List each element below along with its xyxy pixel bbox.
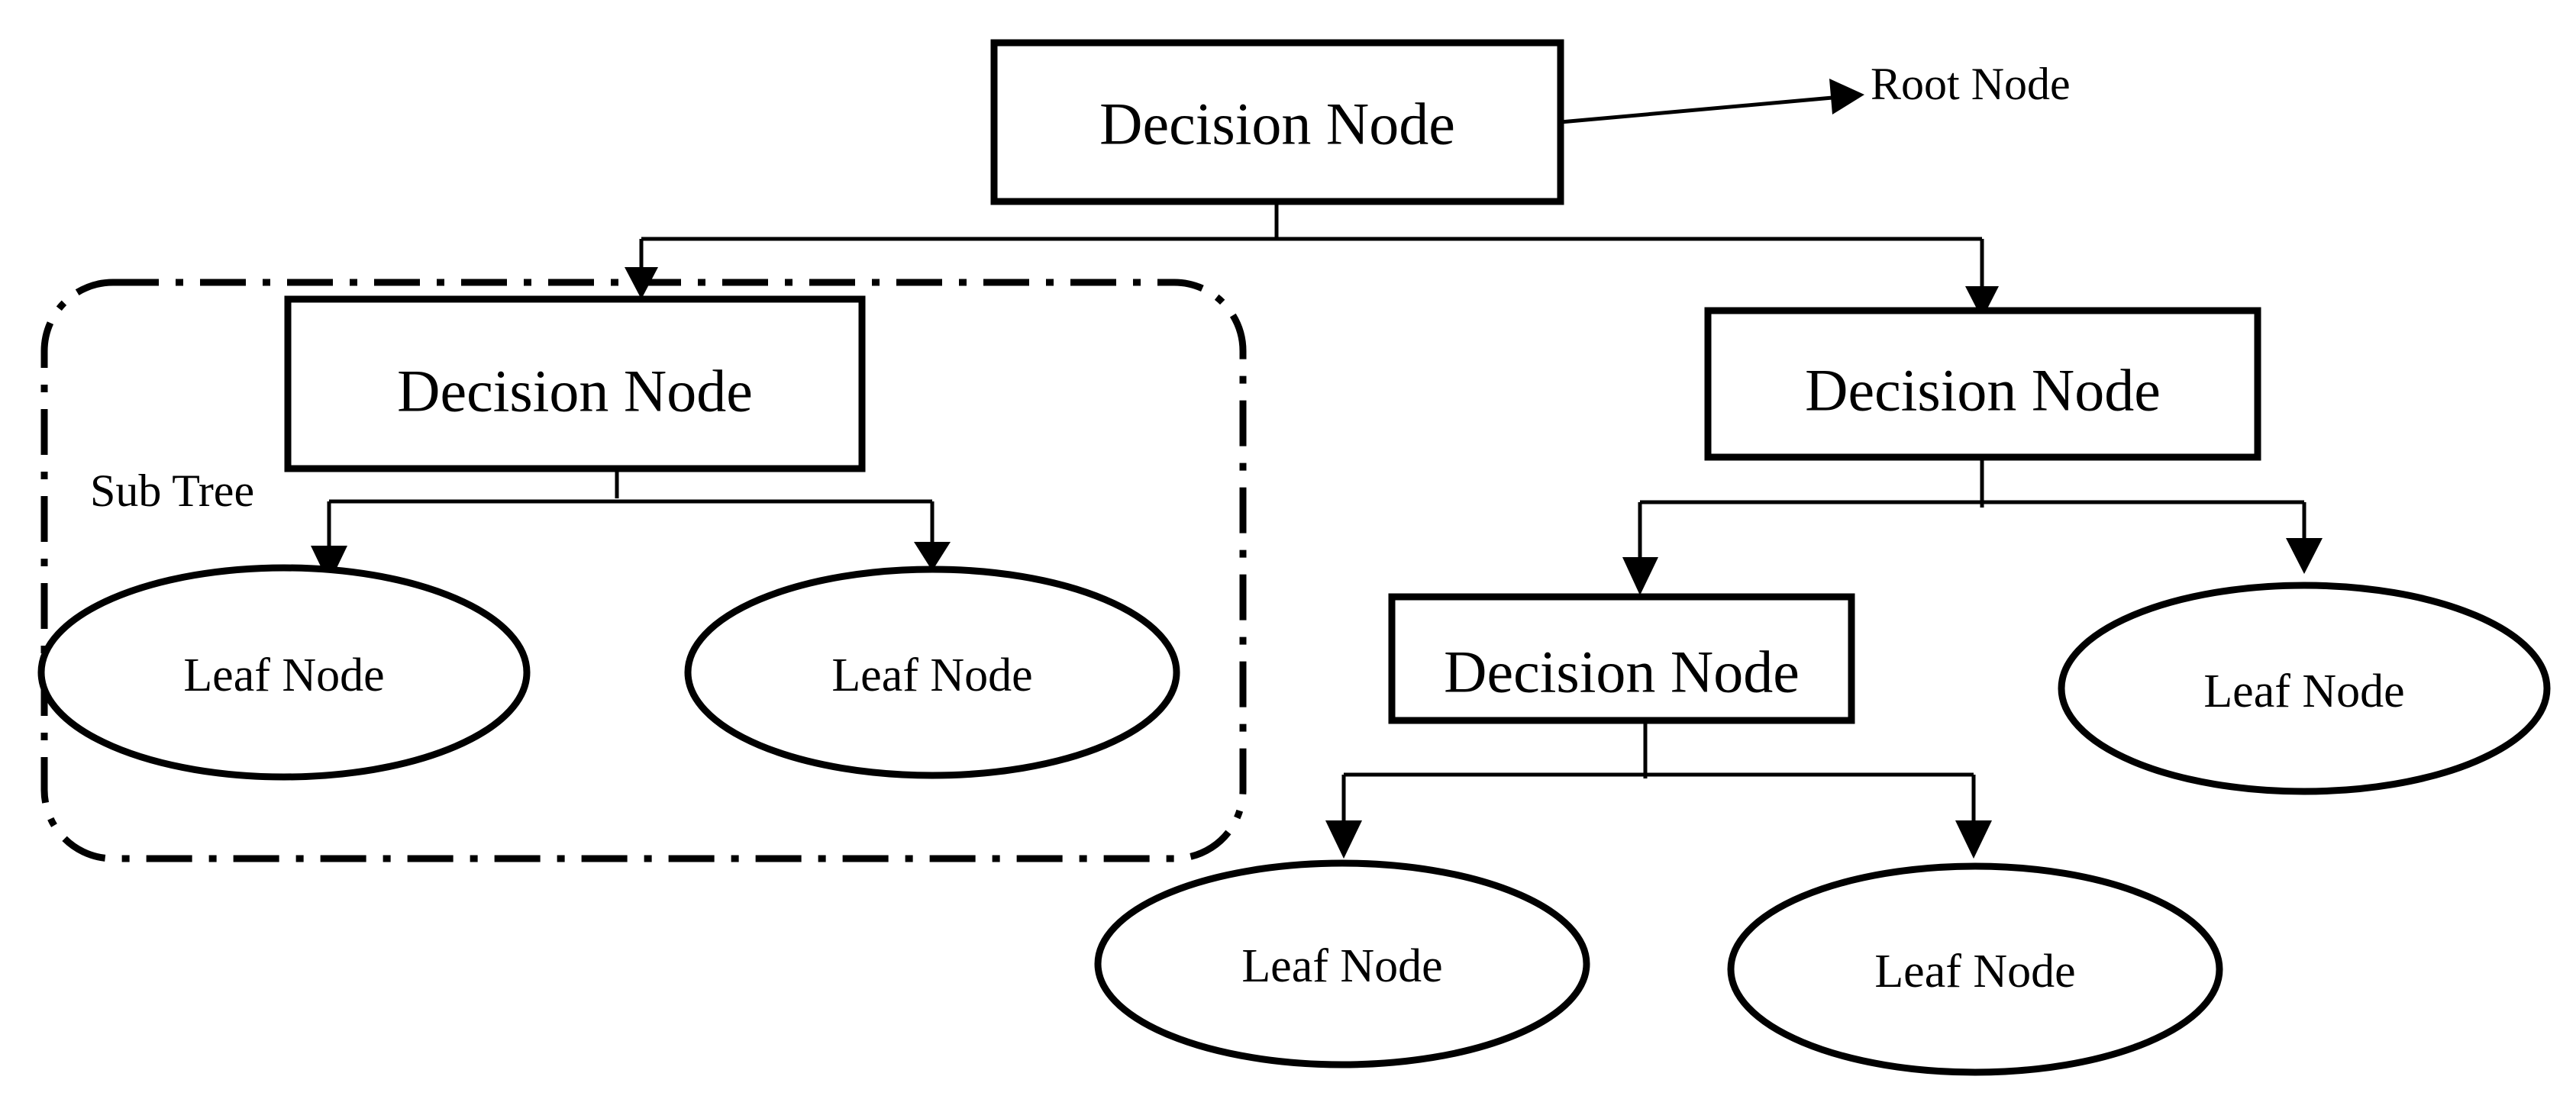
node-label: Leaf Node <box>2203 666 2404 717</box>
arrowhead <box>1955 820 1992 859</box>
arrowhead <box>1622 557 1658 595</box>
connector-root-annotation <box>1560 95 1833 124</box>
node-label: Leaf Node <box>1874 946 2075 997</box>
decision-node-left: Decision Node <box>284 295 866 472</box>
arrowhead <box>1965 286 1999 319</box>
leaf-node-right-left-2: Leaf Node <box>1727 862 2223 1076</box>
decision-node-right: Decision Node <box>1704 307 2261 461</box>
connectors <box>311 79 2323 859</box>
arrowhead <box>2286 538 2323 574</box>
node-label: Decision Node <box>1805 357 2161 424</box>
leaf-node-right: Leaf Node <box>2058 582 2551 795</box>
node-label: Leaf Node <box>831 649 1032 701</box>
connector-root-children <box>639 202 1984 290</box>
arrowhead <box>1829 79 1864 114</box>
arrowhead <box>625 267 658 299</box>
node-label: Leaf Node <box>1241 940 1442 992</box>
connector-rightleft-children <box>1341 721 1976 824</box>
leaf-node-right-left-1: Leaf Node <box>1094 859 1590 1068</box>
arrowhead <box>1325 820 1362 859</box>
node-label: Decision Node <box>1444 639 1800 705</box>
connector-right-children <box>1638 446 2306 561</box>
root-node-annotation: Root Node <box>1871 59 2071 109</box>
decision-node-right-left: Decision Node <box>1388 593 1855 724</box>
decision-node-root: Decision Node <box>990 39 1564 205</box>
node-label: Leaf Node <box>183 649 384 701</box>
arrowhead <box>311 546 347 584</box>
node-label: Decision Node <box>1099 91 1455 157</box>
leaf-node-left-2: Leaf Node <box>684 566 1180 779</box>
connector-left-children <box>327 469 935 550</box>
leaf-node-left-1: Leaf Node <box>37 564 531 781</box>
node-label: Decision Node <box>397 358 753 424</box>
subtree-annotation: Sub Tree <box>90 466 254 516</box>
arrowhead <box>914 542 951 571</box>
